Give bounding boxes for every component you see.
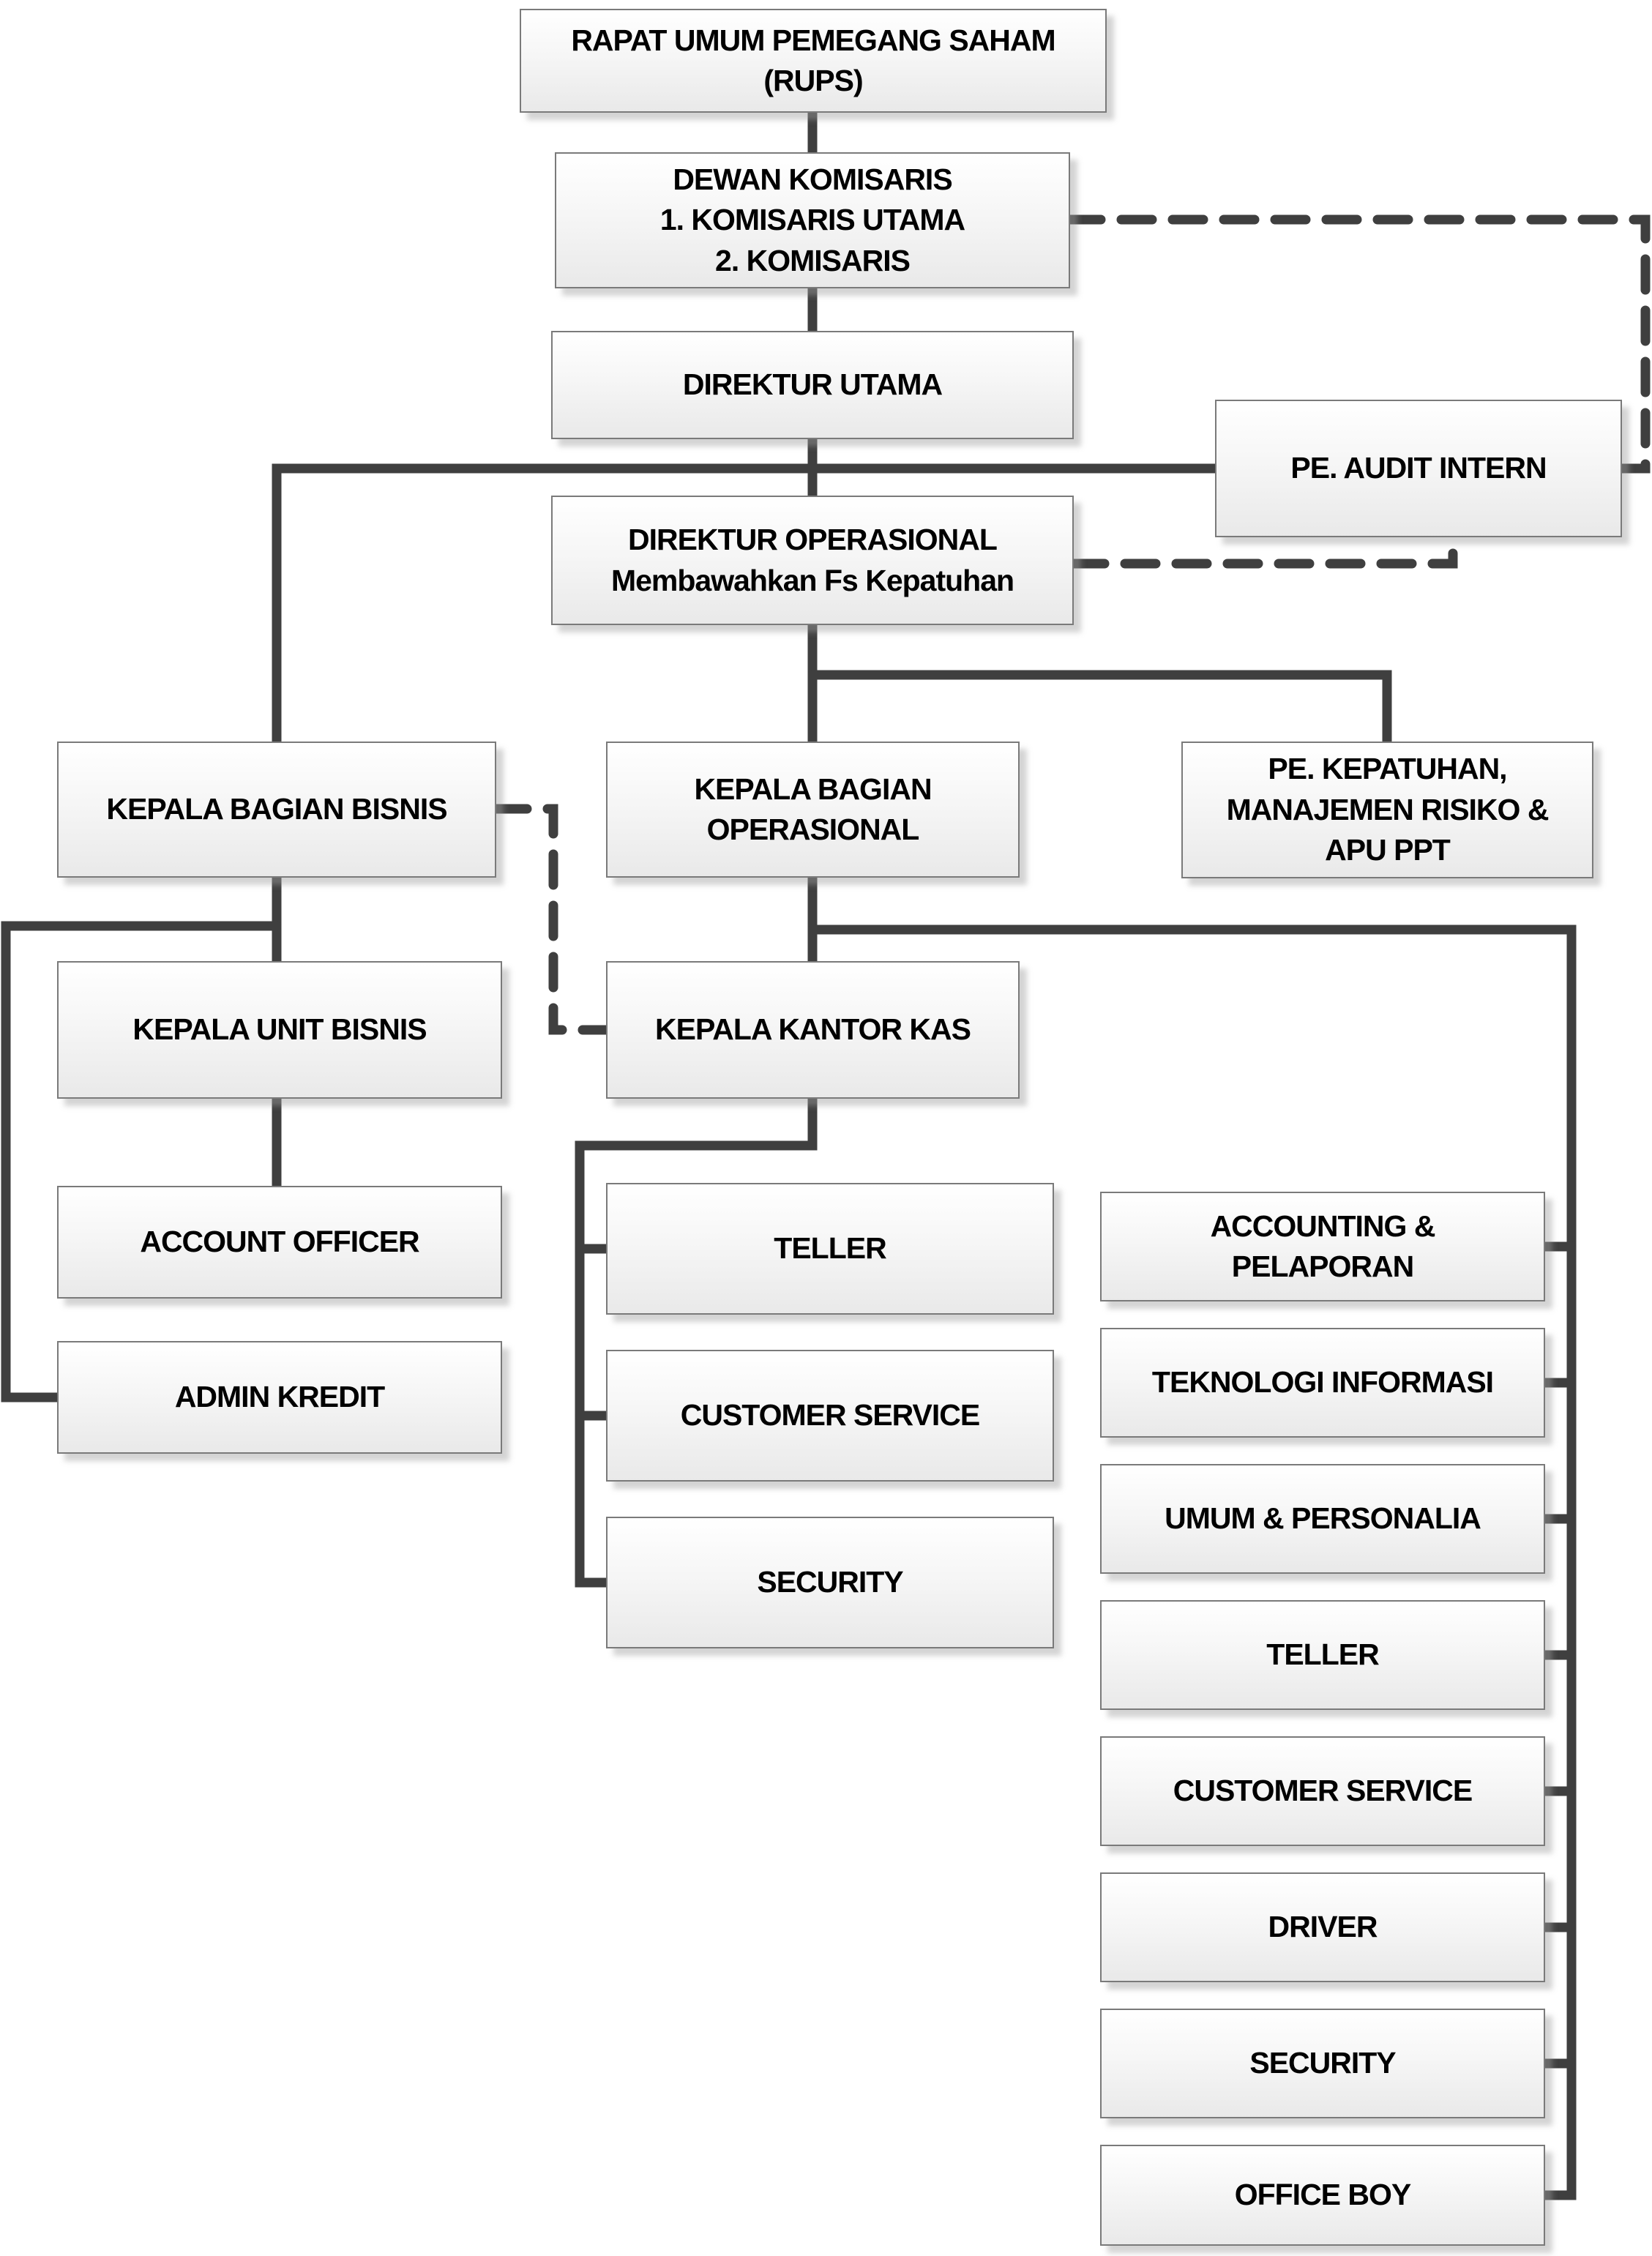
- node-umum-personalia-label: UMUM & PERSONALIA: [1165, 1501, 1481, 1536]
- node-kepala-kantor-kas-label: KEPALA KANTOR KAS: [655, 1012, 971, 1047]
- node-admin-kredit-label: ADMIN KREDIT: [174, 1380, 385, 1414]
- node-security-kas: SECURITY: [606, 1517, 1054, 1648]
- connector-dewan-audit-dashed: [1065, 214, 1651, 474]
- node-security-operasional-label: SECURITY: [1249, 2046, 1396, 2080]
- node-kepala-bagian-operasional-label: KEPALA BAGIAN OPERASIONAL: [694, 772, 932, 846]
- node-kepala-bagian-bisnis-label: KEPALA BAGIAN BISNIS: [106, 792, 447, 826]
- node-customer-service-kas-label: CUSTOMER SERVICE: [680, 1398, 981, 1433]
- node-admin-kredit: ADMIN KREDIT: [57, 1341, 502, 1454]
- node-customer-service-kas: CUSTOMER SERVICE: [606, 1350, 1054, 1482]
- node-customer-service-operasional: CUSTOMER SERVICE: [1100, 1736, 1545, 1846]
- node-teller-operasional-label: TELLER: [1266, 1637, 1379, 1672]
- node-kepala-unit-bisnis-label: KEPALA UNIT BISNIS: [132, 1012, 427, 1047]
- node-teknologi-informasi-label: TEKNOLOGI INFORMASI: [1151, 1365, 1494, 1400]
- node-rups: RAPAT UMUM PEMEGANG SAHAM (RUPS): [520, 9, 1107, 113]
- connector-bisnis-adminkredit: [1, 921, 282, 1402]
- node-accounting-pelaporan-label: ACCOUNTING & PELAPORAN: [1210, 1209, 1436, 1283]
- node-kepala-bagian-bisnis: KEPALA BAGIAN BISNIS: [57, 742, 496, 878]
- node-security-kas-label: SECURITY: [757, 1565, 903, 1599]
- node-account-officer-label: ACCOUNT OFFICER: [140, 1225, 419, 1259]
- node-teller-kas: TELLER: [606, 1183, 1054, 1315]
- node-driver: DRIVER: [1100, 1872, 1545, 1982]
- connector-dirutama-bisnis-audit: [272, 463, 1220, 747]
- node-office-boy: OFFICE BOY: [1100, 2145, 1545, 2246]
- connector-kantorkas-bus: [575, 1094, 818, 1588]
- node-teknologi-informasi: TEKNOLOGI INFORMASI: [1100, 1328, 1545, 1438]
- connector-right-bus: [807, 925, 1577, 2200]
- node-teller-kas-label: TELLER: [774, 1231, 886, 1266]
- node-office-boy-label: OFFICE BOY: [1234, 2178, 1412, 2212]
- node-account-officer: ACCOUNT OFFICER: [57, 1186, 502, 1299]
- connector-dirops-audit-dashed: [1069, 532, 1458, 569]
- node-security-operasional: SECURITY: [1100, 2009, 1545, 2118]
- node-customer-service-operasional-label: CUSTOMER SERVICE: [1173, 1774, 1473, 1808]
- node-direktur-operasional: DIREKTUR OPERASIONAL Membawahkan Fs Kepa…: [551, 496, 1074, 625]
- node-driver-label: DRIVER: [1268, 1910, 1378, 1944]
- node-teller-operasional: TELLER: [1100, 1600, 1545, 1710]
- connector-bisnis-kantorkas-dashed: [491, 804, 611, 1035]
- node-direktur-operasional-label: DIREKTUR OPERASIONAL Membawahkan Fs Kepa…: [610, 523, 1014, 597]
- node-umum-personalia: UMUM & PERSONALIA: [1100, 1464, 1545, 1574]
- connector-dirops-kepatuhan: [807, 670, 1392, 747]
- node-dewan-komisaris: DEWAN KOMISARIS 1. KOMISARIS UTAMA 2. KO…: [555, 152, 1070, 288]
- node-kepala-kantor-kas: KEPALA KANTOR KAS: [606, 961, 1020, 1099]
- node-pe-audit-intern-label: PE. AUDIT INTERN: [1290, 451, 1547, 485]
- node-pe-kepatuhan-label: PE. KEPATUHAN, MANAJEMEN RISIKO & APU PP…: [1226, 752, 1550, 867]
- node-accounting-pelaporan: ACCOUNTING & PELAPORAN: [1100, 1192, 1545, 1301]
- node-kepala-bagian-operasional: KEPALA BAGIAN OPERASIONAL: [606, 742, 1020, 878]
- node-dewan-komisaris-label: DEWAN KOMISARIS 1. KOMISARIS UTAMA 2. KO…: [659, 162, 965, 277]
- node-pe-audit-intern: PE. AUDIT INTERN: [1215, 400, 1622, 537]
- node-kepala-unit-bisnis: KEPALA UNIT BISNIS: [57, 961, 502, 1099]
- node-rups-label: RAPAT UMUM PEMEGANG SAHAM (RUPS): [571, 23, 1055, 97]
- node-direktur-utama-label: DIREKTUR UTAMA: [682, 367, 943, 402]
- node-direktur-utama: DIREKTUR UTAMA: [551, 331, 1074, 439]
- node-pe-kepatuhan: PE. KEPATUHAN, MANAJEMEN RISIKO & APU PP…: [1181, 742, 1593, 878]
